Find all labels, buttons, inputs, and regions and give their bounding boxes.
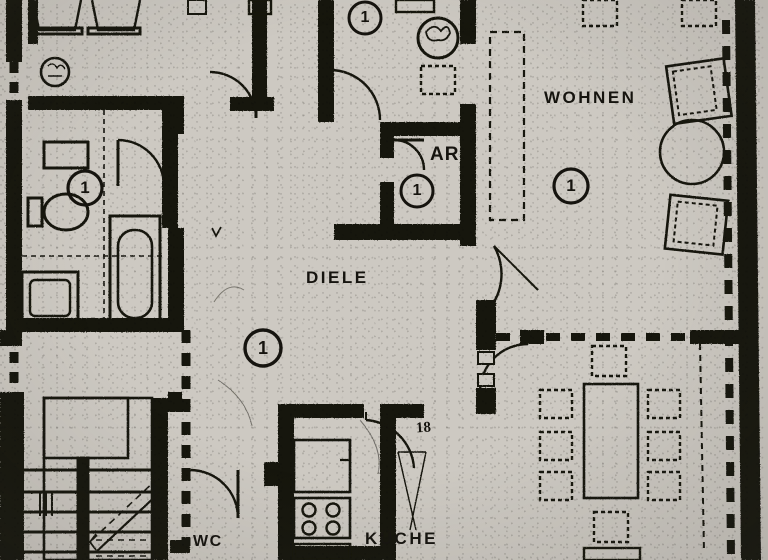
marker-value: 1: [257, 337, 268, 358]
dimension-annotation-18: 18: [415, 419, 432, 437]
room-marker-wohnen: 1: [552, 167, 590, 205]
room-label-ar: AR: [430, 144, 460, 165]
marker-value: 1: [360, 9, 370, 26]
upper-left-furniture: [28, 0, 142, 88]
marker-value: 1: [566, 176, 576, 195]
marker-value: 1: [80, 178, 90, 197]
room-marker-bath: 1: [66, 169, 104, 207]
room-label-wc: WC: [193, 533, 223, 550]
marker-value: 1: [412, 182, 422, 199]
staircase: [0, 396, 161, 560]
top-furniture: [247, 0, 718, 96]
dashed-partitions: [9, 19, 735, 560]
room-label-kueche: KÜCHE: [365, 529, 438, 548]
misc-marks: [187, 0, 380, 475]
dining-set: [538, 344, 682, 560]
wohnen-furniture: [488, 30, 734, 256]
bathroom-fixtures: [20, 140, 162, 326]
kitchen-fixtures: [292, 351, 495, 560]
room-label-diele: DIELE: [306, 268, 369, 287]
room-label-wohnen: WOHNEN: [544, 88, 637, 107]
room-marker-ar: 1: [399, 173, 435, 209]
room-marker-diele: 1: [243, 328, 283, 368]
room-marker-top-center: 1: [347, 0, 383, 36]
